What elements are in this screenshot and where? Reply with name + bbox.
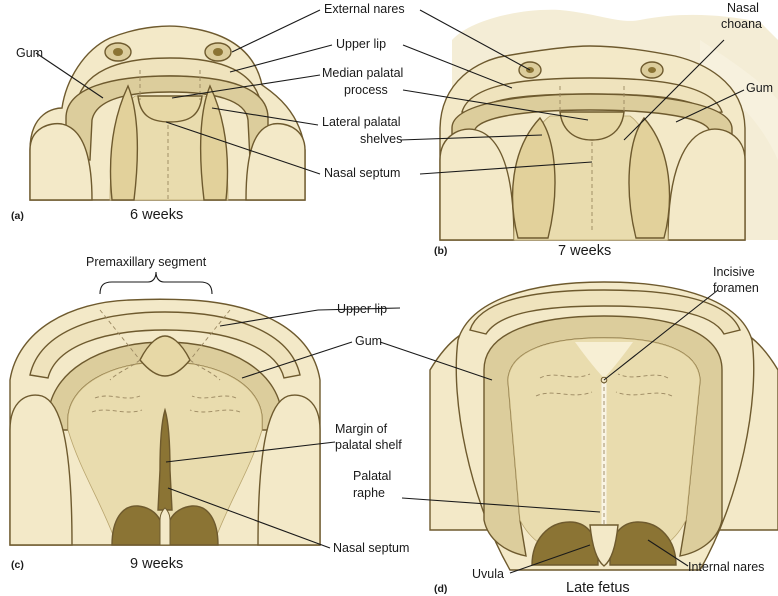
leader-a-external-nares	[231, 9, 321, 53]
leader-a-upper-lip	[229, 44, 333, 73]
label-nasal-choana-2: choana	[721, 17, 762, 31]
label-external-nares: External nares	[324, 2, 405, 16]
leader-b-lateral-shelves	[399, 134, 543, 141]
leader-a-gum	[35, 52, 104, 99]
label-nasal-septum-top: Nasal septum	[324, 166, 400, 180]
panel-b-caption: 7 weeks	[558, 243, 611, 259]
leader-b-upper-lip	[402, 44, 513, 89]
label-c-gum: Gum	[355, 334, 382, 348]
label-lateral-palatal-2: shelves	[360, 132, 402, 146]
label-median-palatal-2: process	[344, 83, 388, 97]
panel-b-letter: (b)	[434, 245, 447, 257]
label-upper-lip-top: Upper lip	[336, 37, 386, 51]
label-nasal-septum-bottom: Nasal septum	[333, 541, 409, 555]
panel-c-letter: (c)	[11, 559, 24, 571]
leader-d-upper-lip	[317, 307, 401, 311]
leader-lines	[35, 9, 745, 574]
leader-c-nasal-septum	[167, 487, 331, 549]
panel-c-caption: 9 weeks	[130, 556, 183, 572]
label-incisive-1: Incisive	[713, 265, 755, 279]
leader-c-upper-lip	[219, 309, 319, 327]
leader-a-median-palatal	[171, 74, 321, 99]
label-b-gum: Gum	[746, 81, 773, 95]
label-uvula: Uvula	[472, 567, 504, 581]
leader-b-nasal-choana	[623, 39, 725, 141]
label-raphe-1: Palatal	[353, 469, 391, 483]
leader-a-lateral-shelves	[211, 107, 319, 126]
leader-c-margin	[165, 441, 336, 463]
panel-a-drawing	[29, 25, 306, 201]
label-premaxillary: Premaxillary segment	[86, 255, 207, 269]
label-internal-nares: Internal nares	[688, 560, 764, 574]
leader-d-raphe	[401, 497, 601, 513]
panel-d-drawing	[429, 281, 778, 571]
leader-d-incisive	[603, 289, 719, 381]
label-lateral-palatal-1: Lateral palatal	[322, 115, 401, 129]
leader-c-gum	[241, 341, 353, 379]
label-margin-1: Margin of	[335, 422, 388, 436]
premaxillary-bracket	[99, 271, 213, 295]
leader-b-gum	[675, 89, 745, 123]
panel-b-drawing	[439, 9, 778, 241]
label-median-palatal-1: Median palatal	[322, 66, 403, 80]
label-raphe-2: raphe	[353, 486, 385, 500]
leader-d-gum	[379, 341, 493, 381]
labels: Gum External nares Upper lip Median pala…	[11, 1, 773, 596]
panel-d-letter: (d)	[434, 583, 447, 595]
panel-a-caption: 6 weeks	[130, 207, 183, 223]
leader-d-uvula	[509, 544, 591, 574]
panel-d-caption: Late fetus	[566, 580, 630, 596]
label-nasal-choana-1: Nasal	[727, 1, 759, 15]
leader-a-nasal-septum	[165, 121, 321, 175]
label-upper-lip-mid: Upper lip	[337, 302, 387, 316]
panel-c-drawing	[9, 298, 321, 546]
leader-b-external-nares	[419, 9, 531, 71]
leader-b-nasal-septum	[419, 161, 593, 175]
label-incisive-2: foramen	[713, 281, 759, 295]
leader-d-internal-nares	[647, 539, 689, 567]
label-a-gum: Gum	[16, 46, 43, 60]
label-margin-2: palatal shelf	[335, 438, 402, 452]
leader-b-median-palatal	[402, 89, 589, 121]
panel-a-letter: (a)	[11, 210, 24, 222]
